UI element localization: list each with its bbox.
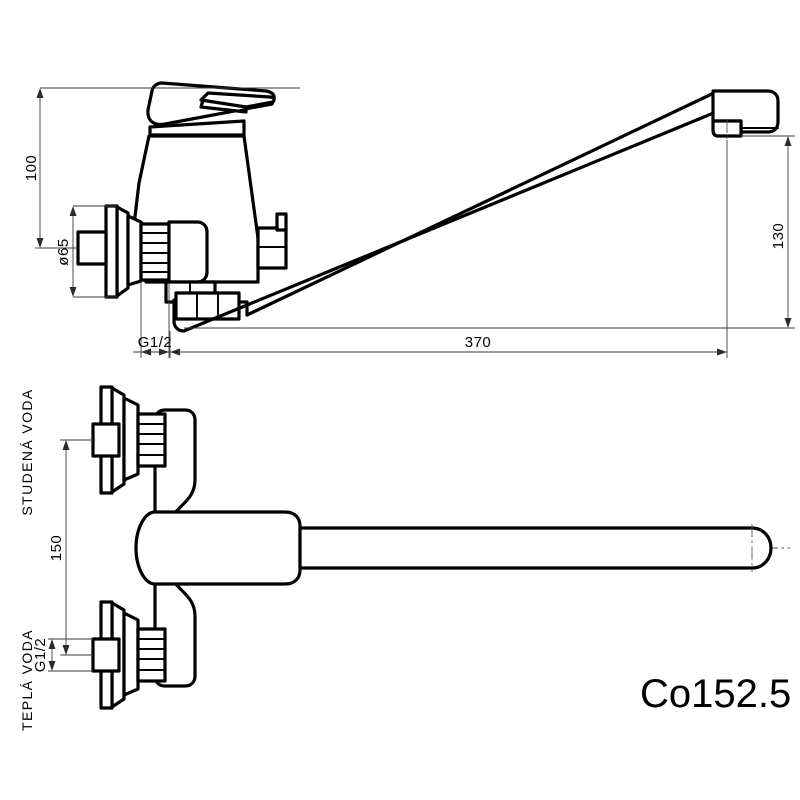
lever-handle-plan xyxy=(134,510,302,586)
lever-handle-elevation xyxy=(146,81,276,127)
dimension-height-130: 130 xyxy=(184,135,795,329)
dimension-label-g12-elevation: G1/2 xyxy=(138,334,173,351)
dimension-spacing-150: 150 xyxy=(48,439,93,656)
escutcheon-left-elevation xyxy=(104,204,143,299)
spout-tube-lower-edge-elevation xyxy=(172,110,718,333)
spout-outlet-head-elevation xyxy=(711,89,780,138)
dimension-diameter-65: ø65 xyxy=(55,205,117,298)
dimension-label-370: 370 xyxy=(465,334,492,351)
dimension-thread-g12-plan: G1/2 xyxy=(32,638,93,673)
label-cold-water: STUDENÁ VODA xyxy=(19,388,35,515)
dimension-thread-g12-elevation: G1/2 xyxy=(133,281,177,358)
inlet-right-elevation xyxy=(256,212,288,270)
inlet-nipple-left-elevation xyxy=(76,230,108,266)
dimension-label-100: 100 xyxy=(23,155,40,182)
spout-swivel-nut-elevation xyxy=(174,291,241,321)
cartridge-block-elevation xyxy=(167,220,209,284)
spout-tube-upper-edge-elevation xyxy=(237,90,718,317)
dimension-label-diameter-65: ø65 xyxy=(55,238,72,265)
inlet-thread-left-elevation xyxy=(139,222,171,282)
dimension-reach-370: 370 xyxy=(169,140,728,358)
dimension-height-100: 100 xyxy=(23,87,300,249)
dimension-label-g12-plan: G1/2 xyxy=(32,638,49,673)
hot-inlet-assembly-plan xyxy=(91,600,167,710)
spout-tube-plan xyxy=(298,526,773,570)
dimension-label-130: 130 xyxy=(770,223,787,250)
dimension-label-150: 150 xyxy=(48,535,65,562)
cold-inlet-assembly-plan xyxy=(91,385,167,495)
label-hot-water: TEPLÁ VODA xyxy=(19,629,35,731)
elevation-view: 100 ø65 G1/2 xyxy=(23,81,795,358)
plan-view: 150 G1/2 STUDENÁ VODA TEPLÁ VODA xyxy=(19,385,790,731)
product-code: Co152.5 xyxy=(640,672,791,716)
